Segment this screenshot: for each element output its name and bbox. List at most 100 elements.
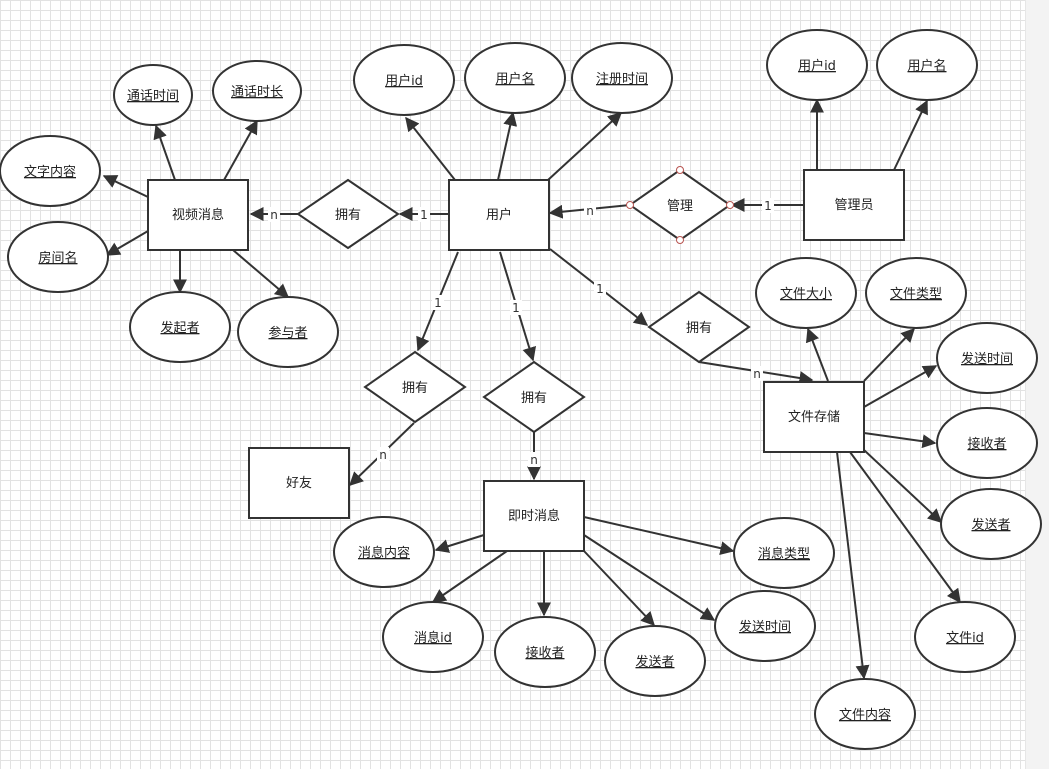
entity-video-msg[interactable]: 视频消息 xyxy=(147,179,249,251)
attr-initiator-label: 发起者 xyxy=(160,320,199,336)
entity-video-msg-label: 视频消息 xyxy=(172,207,224,223)
edge-user-to-user-name xyxy=(497,111,518,181)
card-friend-n: n xyxy=(379,448,387,462)
cardinalities: n 1 n 1 1 n 1 n 1 n xyxy=(268,198,774,467)
attr-call-dur[interactable]: 通话时长 xyxy=(212,60,302,122)
relation-manage[interactable]: 管理 xyxy=(626,166,734,244)
attr-file-type[interactable]: 文件类型 xyxy=(865,257,967,329)
attr-user-id-label: 用户id xyxy=(385,73,423,89)
attr-participant[interactable]: 参与者 xyxy=(237,296,339,368)
entity-file-store[interactable]: 文件存储 xyxy=(763,381,865,453)
attr-file-id-label: 文件id xyxy=(946,631,984,646)
vertical-scrollbar[interactable] xyxy=(1025,0,1049,769)
attr-call-time[interactable]: 通话时间 xyxy=(113,64,193,126)
entity-user[interactable]: 用户 xyxy=(448,179,550,251)
attr-call-time-label: 通话时间 xyxy=(127,89,179,104)
attr-room-name-label: 房间名 xyxy=(38,250,77,266)
attr-reg-time[interactable]: 注册时间 xyxy=(571,42,673,114)
edge-im-to-msg-sender xyxy=(583,550,655,627)
attr-msg-sender-label: 发送者 xyxy=(635,654,674,670)
attr-msg-type[interactable]: 消息类型 xyxy=(733,517,835,589)
edge-video-to-participant xyxy=(232,249,290,298)
attr-text-content[interactable]: 文字内容 xyxy=(0,135,101,207)
attr-room-name[interactable]: 房间名 xyxy=(7,221,109,293)
attr-msg-content[interactable]: 消息内容 xyxy=(333,516,435,588)
attr-file-size[interactable]: 文件大小 xyxy=(755,257,857,329)
attr-file-id[interactable]: 文件id xyxy=(914,601,1016,673)
attr-file-sender-label: 发送者 xyxy=(971,517,1010,533)
edge-file-to-file-size xyxy=(805,327,829,382)
edge-video-to-call-time xyxy=(153,124,176,181)
edge-user-to-reg-time xyxy=(547,112,623,181)
attr-reg-time-label: 注册时间 xyxy=(596,72,648,87)
attr-admin-id-label: 用户id xyxy=(798,58,836,74)
selection-handle-right[interactable] xyxy=(726,201,734,209)
card-video-1: 1 xyxy=(420,208,428,222)
edge-file-to-send-time xyxy=(863,365,938,408)
edge-im-to-msg-id xyxy=(431,550,508,603)
entity-im-label: 即时消息 xyxy=(508,508,560,524)
entity-im[interactable]: 即时消息 xyxy=(483,480,585,552)
attr-user-name-label: 用户名 xyxy=(495,71,534,87)
relation-own-file[interactable]: 拥有 xyxy=(647,290,751,364)
attr-initiator[interactable]: 发起者 xyxy=(129,291,231,363)
selection-handle-top[interactable] xyxy=(676,166,684,174)
attr-admin-name-label: 用户名 xyxy=(907,58,946,74)
selection-handle-bottom[interactable] xyxy=(676,236,684,244)
attr-file-content[interactable]: 文件内容 xyxy=(814,678,916,750)
edge-user-to-user-id xyxy=(405,116,456,181)
relation-own-friend-label: 拥有 xyxy=(402,381,428,396)
attr-msg-receiver[interactable]: 接收者 xyxy=(494,616,596,688)
card-video-n: n xyxy=(270,208,278,222)
relation-own-file-label: 拥有 xyxy=(686,321,712,336)
attr-msg-id[interactable]: 消息id xyxy=(382,601,484,673)
card-friend-1: 1 xyxy=(434,296,442,310)
edge-file-to-sender xyxy=(863,449,943,523)
attr-msg-content-label: 消息内容 xyxy=(358,545,410,561)
attr-call-dur-label: 通话时长 xyxy=(231,85,283,100)
card-file-n: n xyxy=(753,367,761,381)
relation-own-video[interactable]: 拥有 xyxy=(296,178,400,250)
attr-file-send-time-label: 发送时间 xyxy=(961,351,1013,367)
entity-admin-label: 管理员 xyxy=(834,198,873,213)
attr-file-sender[interactable]: 发送者 xyxy=(940,488,1042,560)
entity-user-label: 用户 xyxy=(486,207,512,223)
relation-own-im[interactable]: 拥有 xyxy=(482,360,586,434)
edge-file-to-file-id xyxy=(849,451,961,604)
attr-msg-receiver-label: 接收者 xyxy=(525,645,564,661)
attr-file-send-time[interactable]: 发送时间 xyxy=(936,322,1038,394)
selection-handle-left[interactable] xyxy=(626,201,634,209)
attr-user-name[interactable]: 用户名 xyxy=(464,42,566,114)
relation-own-im-label: 拥有 xyxy=(521,391,547,406)
edge-video-to-call-dur xyxy=(223,119,258,181)
card-manage-n: n xyxy=(586,204,594,218)
attr-file-content-label: 文件内容 xyxy=(839,707,891,723)
attr-msg-id-label: 消息id xyxy=(414,630,452,646)
attr-msg-sender[interactable]: 发送者 xyxy=(604,625,706,697)
card-file-1: 1 xyxy=(596,282,604,296)
edge-im-to-msg-send-time xyxy=(583,534,716,621)
entity-friend-label: 好友 xyxy=(286,475,312,491)
attr-admin-id[interactable]: 用户id xyxy=(766,29,868,101)
edge-file-to-file-content xyxy=(836,451,870,680)
attr-msg-send-time-label: 发送时间 xyxy=(739,619,791,635)
attr-file-type-label: 文件类型 xyxy=(890,287,942,302)
relation-own-friend[interactable]: 拥有 xyxy=(363,350,467,424)
attr-participant-label: 参与者 xyxy=(268,325,307,341)
attr-msg-send-time[interactable]: 发送时间 xyxy=(714,590,816,662)
attr-user-id[interactable]: 用户id xyxy=(353,44,455,116)
edge-im-to-msg-content xyxy=(434,534,485,553)
edge-admin-to-admin-name xyxy=(893,99,928,171)
attr-file-receiver[interactable]: 接收者 xyxy=(936,407,1038,479)
entity-admin[interactable]: 管理员 xyxy=(803,169,905,241)
edge-im-to-msg-type xyxy=(583,516,735,556)
attr-msg-type-label: 消息类型 xyxy=(758,546,810,562)
entity-friend[interactable]: 好友 xyxy=(248,447,350,519)
card-manage-1: 1 xyxy=(764,199,772,213)
entity-file-store-label: 文件存储 xyxy=(788,410,840,425)
edge-video-to-text-content xyxy=(102,175,149,198)
attr-admin-name[interactable]: 用户名 xyxy=(876,29,978,101)
relation-manage-label: 管理 xyxy=(667,199,693,214)
edge-video-to-room-name xyxy=(105,230,149,256)
